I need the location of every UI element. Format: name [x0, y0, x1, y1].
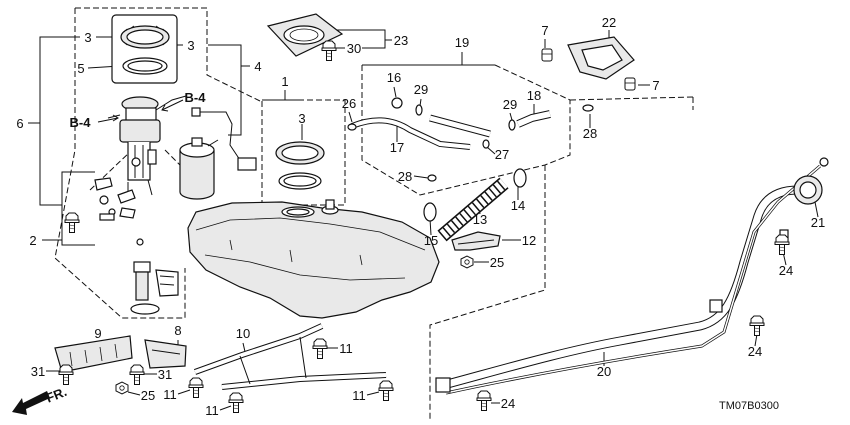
- callout: 9: [94, 326, 101, 341]
- fuel-filter: [179, 137, 219, 200]
- callout: 6: [16, 116, 23, 131]
- callout: 26: [342, 96, 356, 111]
- cover-screw: [321, 40, 337, 61]
- clip-b: [624, 77, 636, 91]
- callout: 24: [748, 344, 762, 359]
- bolt-31-b: [129, 364, 145, 385]
- figure-code: TM07B0300: [719, 400, 779, 412]
- callout: 7: [541, 23, 548, 38]
- callout: 11: [352, 388, 366, 403]
- bolt-31-a: [58, 364, 74, 385]
- callout: 16: [387, 70, 401, 85]
- callout: 11: [339, 341, 353, 356]
- callout: 21: [811, 215, 825, 230]
- callout: 3: [187, 38, 194, 53]
- direction-label: FR.: [44, 384, 69, 406]
- fuel-pump-module: [107, 95, 187, 196]
- guard-bracket: [144, 339, 187, 369]
- nut-bracket: [460, 255, 474, 269]
- callout: 3: [298, 111, 305, 126]
- callout: 29: [414, 82, 428, 97]
- bolt-11-c: [228, 392, 244, 413]
- callout: 19: [455, 35, 469, 50]
- bolt-11-a: [312, 338, 328, 359]
- tank-straps: [193, 323, 387, 390]
- callout: 25: [490, 255, 504, 270]
- wire-harness: [191, 107, 257, 171]
- callout: 29: [503, 97, 517, 112]
- fuel-tank: [187, 199, 440, 319]
- callout: 11: [205, 403, 219, 418]
- callout: 3: [84, 30, 91, 45]
- vent-pipe: [350, 114, 491, 150]
- callout: 20: [597, 364, 611, 379]
- callout: 5: [77, 61, 84, 76]
- air-duct: [567, 36, 635, 80]
- callout: 31: [158, 367, 172, 382]
- callout: 12: [522, 233, 536, 248]
- fuel-filler-cap: [793, 175, 823, 205]
- front-arrow-icon: [12, 391, 50, 415]
- ref-b4-right: B-4: [185, 90, 207, 105]
- callout: 25: [141, 388, 155, 403]
- callout: 31: [31, 364, 45, 379]
- callout: 15: [424, 233, 438, 248]
- callout: 1: [281, 74, 288, 89]
- hose-clamp-large: [423, 168, 527, 222]
- bolt-filler-a: [774, 234, 790, 255]
- bolt-filler-c: [476, 390, 492, 411]
- ref-b4-left-arrow: [97, 114, 119, 123]
- callout: 24: [779, 263, 793, 278]
- gasket: [122, 57, 168, 75]
- fuel-pump-strainer: [130, 261, 179, 315]
- callout: 7: [652, 78, 659, 93]
- callouts: 3 3 5 4 6 1 3 2 23 30 22 7 7 19 16 29 26…: [16, 15, 825, 418]
- bolt-11-d: [378, 380, 394, 401]
- nut-guard: [115, 381, 129, 395]
- clip-a: [541, 48, 553, 62]
- lock-ring: [120, 25, 170, 49]
- callout: 18: [527, 88, 541, 103]
- access-cover-plate: [266, 13, 344, 57]
- callout: 13: [473, 212, 487, 227]
- callout: 10: [236, 326, 250, 341]
- callout: 30: [347, 41, 361, 56]
- ref-b4-right-arrow: [161, 99, 184, 112]
- callout: 28: [398, 169, 412, 184]
- callout: 23: [394, 33, 408, 48]
- callout: 24: [501, 396, 515, 411]
- ref-b4-left: B-4: [70, 115, 92, 130]
- bolt-screw: [64, 212, 80, 233]
- callout: 11: [163, 387, 177, 402]
- small-parts: [94, 177, 144, 246]
- hose: [516, 110, 551, 128]
- callout: 27: [495, 147, 509, 162]
- filler-hose-bellows: [437, 177, 509, 242]
- bolt-11-b: [188, 377, 204, 398]
- tank-guard: [54, 335, 133, 373]
- callout: 28: [583, 126, 597, 141]
- hose-clamps: [347, 97, 594, 182]
- callout: 22: [602, 15, 616, 30]
- hose-bracket: [451, 231, 501, 251]
- callout: 17: [390, 140, 404, 155]
- callout: 14: [511, 198, 525, 213]
- lock-ring-right: [275, 141, 325, 190]
- callout: 2: [29, 233, 36, 248]
- bolt-filler-b: [749, 315, 765, 336]
- callout: 8: [174, 323, 181, 338]
- callout: 4: [254, 59, 261, 74]
